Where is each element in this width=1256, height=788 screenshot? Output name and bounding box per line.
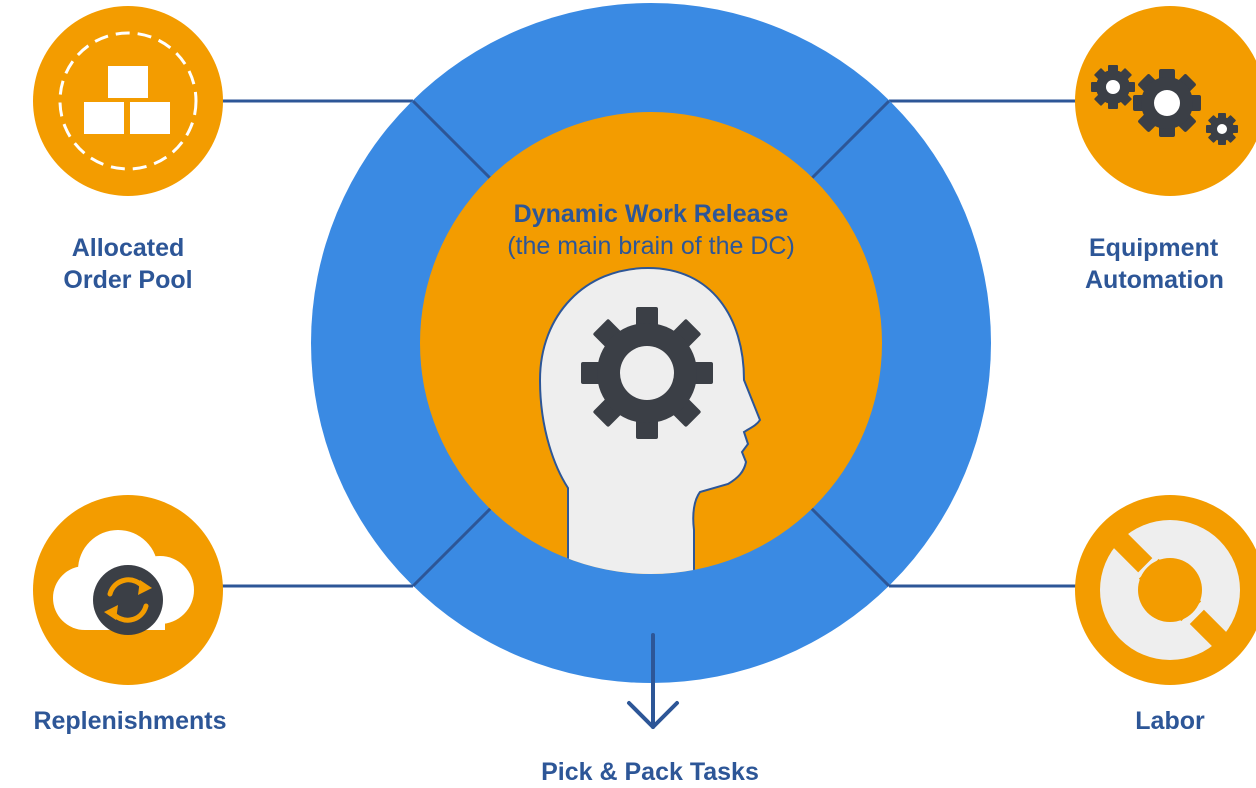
equipment-automation-line2: Automation: [1085, 266, 1224, 294]
center-title: Dynamic Work Release: [514, 200, 789, 228]
divider-bottom-left: [411, 505, 494, 588]
labor-node: [1075, 495, 1256, 685]
arrow-down-icon: [627, 633, 679, 729]
replenishments-label: Replenishments: [33, 707, 227, 735]
divider-top-right: [808, 99, 891, 182]
allocated-order-pool-label: Allocated Order Pool: [38, 232, 218, 296]
labor-label: Labor: [1135, 707, 1205, 735]
head-with-gear-icon: [538, 266, 762, 574]
center-subtitle: (the main brain of the DC): [507, 232, 795, 260]
allocated-order-pool-line1: Allocated: [71, 234, 185, 262]
equipment-automation-node: [1075, 6, 1256, 196]
equipment-automation-line1: Equipment: [1089, 234, 1219, 262]
gears-icon: [1091, 65, 1238, 145]
brain-gear-icon: [581, 307, 713, 439]
boxes-icon: [58, 31, 198, 171]
equipment-automation-label: Equipment Automation: [1085, 232, 1256, 296]
allocated-order-pool-node: [33, 6, 223, 196]
divider-bottom-right: [808, 505, 891, 588]
pick-pack-tasks-label: Pick & Pack Tasks: [541, 758, 759, 786]
allocated-order-pool-line2: Order Pool: [63, 266, 193, 294]
ring-dividers: [411, 99, 891, 588]
replenishments-node: [33, 495, 223, 685]
divider-top-left: [411, 99, 494, 182]
wrench-icon: [1100, 520, 1240, 660]
connector-lines: [200, 99, 1100, 588]
cloud-sync-icon: [53, 530, 194, 635]
